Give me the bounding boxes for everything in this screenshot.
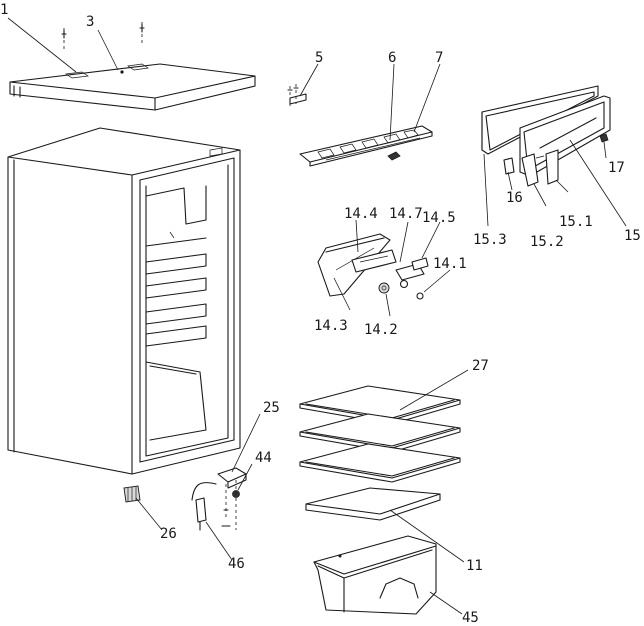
thermostat-14-4 <box>351 249 397 273</box>
label-part-11: 11 <box>466 558 483 574</box>
label-part-15-3: 15.3 <box>473 232 507 248</box>
label-part-14-2: 14.2 <box>364 322 398 338</box>
crisper-drawer-45 <box>313 535 437 615</box>
label-part-14-3: 14.3 <box>314 318 348 334</box>
label-part-14-4: 14.4 <box>344 206 378 222</box>
glass-shelf-27-b <box>299 413 461 453</box>
bottom-hinge-25 <box>217 467 247 489</box>
bulb-14-1 <box>416 292 424 300</box>
hinge-16 <box>503 157 515 175</box>
bracket-board-6-7 <box>299 125 433 167</box>
crisper-cover-11 <box>305 487 441 521</box>
label-part-16: 16 <box>506 190 523 206</box>
label-part-46: 46 <box>228 556 245 572</box>
top-cover <box>9 63 256 111</box>
top-cover-screws <box>61 22 145 50</box>
label-part-14-7: 14.7 <box>389 206 423 222</box>
screw-17 <box>599 133 609 143</box>
cabinet-body <box>7 127 241 475</box>
label-part-1: 1 <box>0 2 8 18</box>
label-part-26: 26 <box>160 526 177 542</box>
label-part-44: 44 <box>255 450 272 466</box>
leader-lines <box>7 17 627 615</box>
knob-14-2 <box>378 282 390 294</box>
label-part-15-1: 15.1 <box>559 214 593 230</box>
label-part-15: 15 <box>624 228 641 244</box>
lamp-holder-14-5 <box>395 257 429 289</box>
label-part-25: 25 <box>263 400 280 416</box>
label-part-15-2: 15.2 <box>530 234 564 250</box>
label-part-14-5: 14.5 <box>422 210 456 226</box>
label-part-27: 27 <box>472 358 489 374</box>
door-handle-15-1-15-2 <box>521 149 559 187</box>
label-part-45: 45 <box>462 610 479 626</box>
cable-46 <box>191 482 217 531</box>
glass-shelf-27-c <box>299 443 461 483</box>
screw-5 <box>287 84 307 106</box>
label-part-14-1: 14.1 <box>433 256 467 272</box>
label-part-5: 5 <box>315 50 323 66</box>
label-part-17: 17 <box>608 160 625 176</box>
label-part-3: 3 <box>86 14 94 30</box>
label-part-7: 7 <box>435 50 443 66</box>
foot-screw-44 <box>221 480 240 530</box>
label-part-6: 6 <box>388 50 396 66</box>
